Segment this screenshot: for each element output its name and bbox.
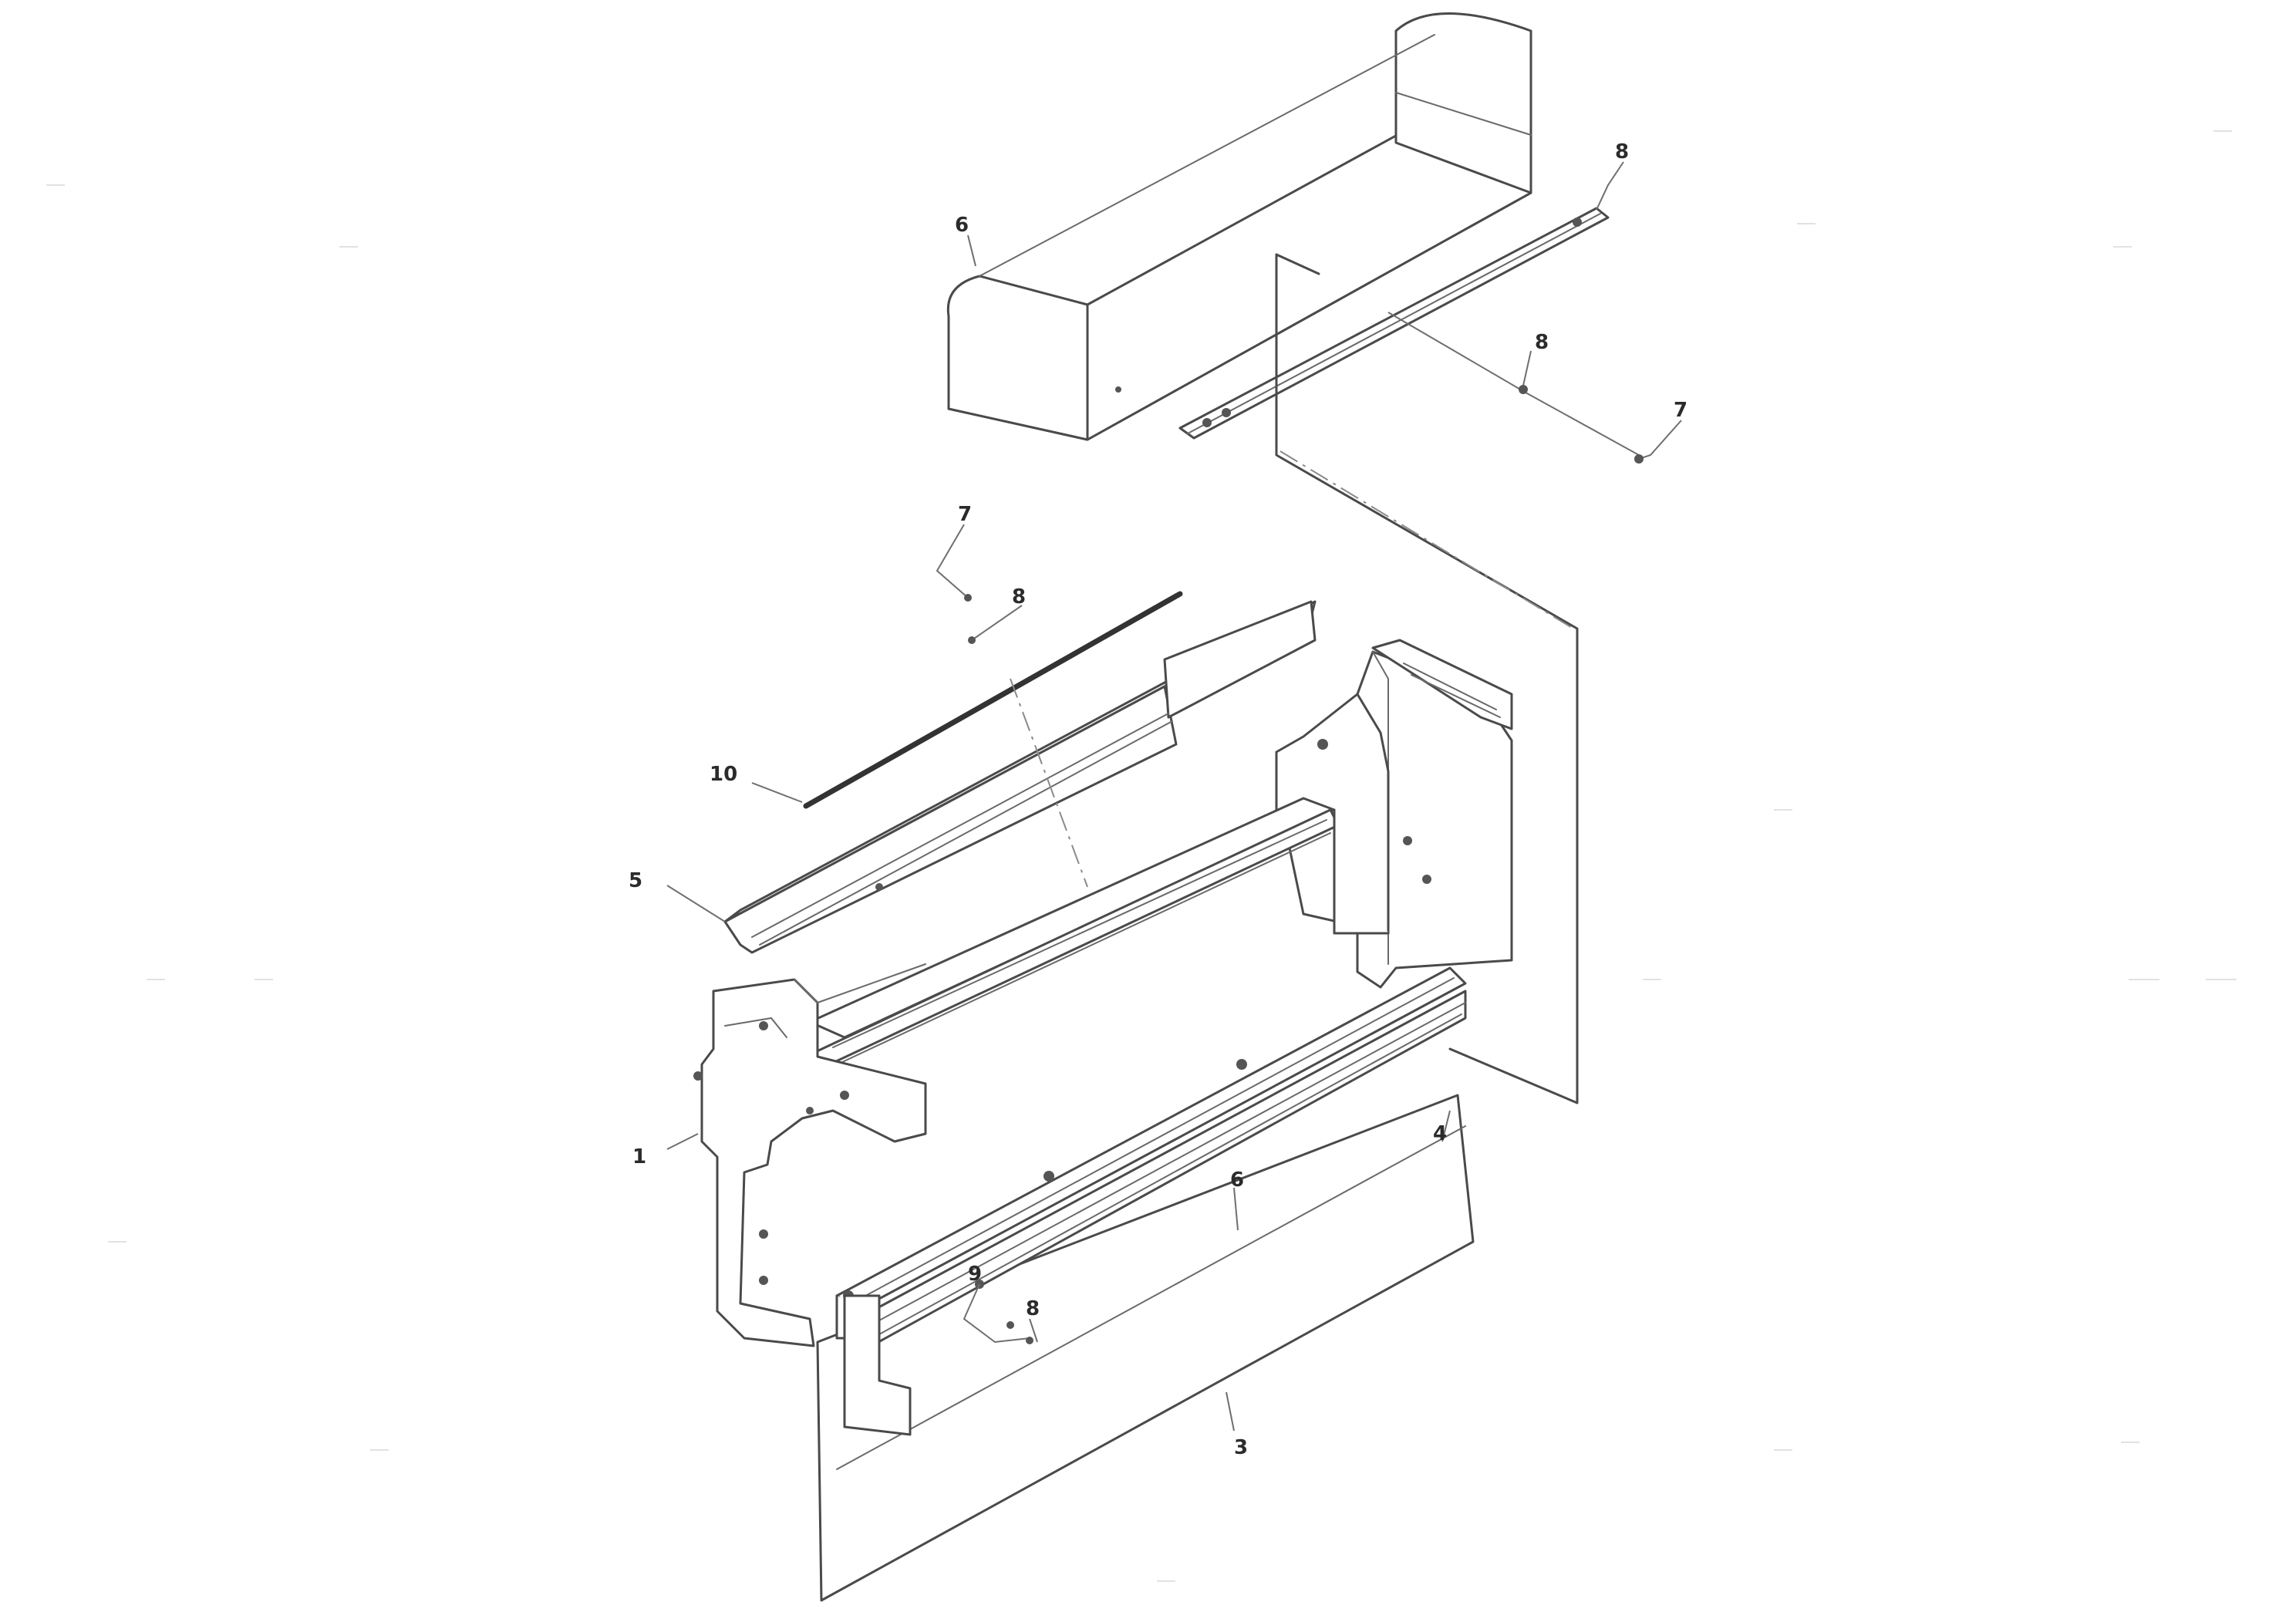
callout-left-screw-b: 8 [1012, 585, 1026, 609]
callout-top-right-bolt: 8 [1615, 140, 1629, 164]
callout-lower-nut-b: 8 [1026, 1297, 1040, 1320]
frame-body [693, 639, 1513, 1436]
left-angled-plate [723, 600, 1317, 954]
callout-lower-nut-a: 9 [968, 1263, 982, 1286]
callout-right-panel: 4 [1433, 1122, 1447, 1145]
callout-top-left-cover: 6 [955, 214, 969, 237]
callout-left-frame: 1 [632, 1145, 646, 1168]
callout-labels: 6 8 8 7 7 8 10 5 1 6 9 8 4 3 [629, 140, 1687, 1459]
rod [803, 591, 1183, 809]
alignment-lines [1010, 450, 1574, 888]
callout-lower-stud: 6 [1230, 1168, 1244, 1192]
fasteners [964, 385, 1644, 1344]
leader-lines [666, 161, 1682, 1431]
callout-rod: 10 [710, 763, 737, 786]
rear-panel [1275, 253, 1579, 1104]
callout-right-screw-b: 7 [1674, 399, 1687, 422]
callout-right-screw-a: 8 [1535, 331, 1549, 354]
callout-left-plate: 5 [629, 869, 642, 892]
bottom-plate [816, 1094, 1475, 1602]
top-bolt-strip [1178, 207, 1610, 440]
margin-ticks [46, 130, 2237, 1582]
top-cover [946, 12, 1532, 441]
callout-left-screw-a: 7 [958, 503, 972, 526]
callout-bottom-plate: 3 [1234, 1436, 1248, 1459]
